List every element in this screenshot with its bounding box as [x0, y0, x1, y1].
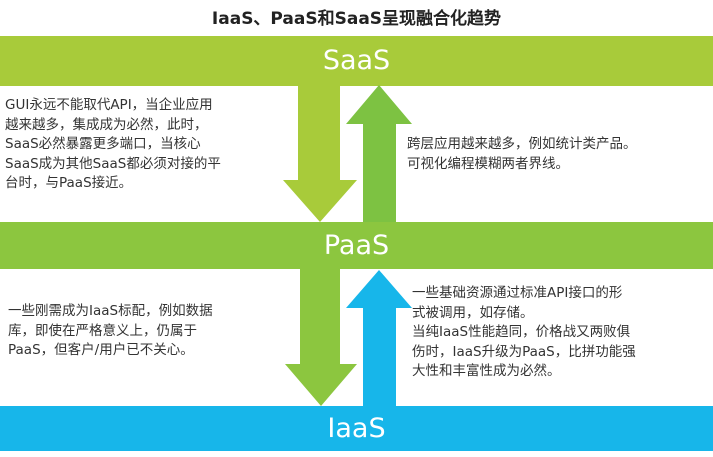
note-line: 越来越多，集成成为必然，此时， [5, 116, 208, 133]
note-line: 可视化编程模糊两者界线。 [407, 155, 569, 172]
note-line: 跨层应用越来越多，例如统计类产品。 [407, 136, 637, 152]
diagram-title: IaaS、PaaS和SaaS呈现融合化趋势 [211, 9, 502, 29]
note-paas-to-saas: 跨层应用越来越多，例如统计类产品。 可视化编程模糊两者界线。 [407, 135, 637, 174]
note-line: 一些基础资源通过标准API接口的形 [412, 285, 623, 301]
down-arrow-saas-to-paas [283, 86, 357, 222]
up-arrow-paas-to-saas [346, 85, 412, 222]
note-line: 一些刚需成为IaaS标配，例如数据 [8, 303, 213, 319]
note-line: 大性和丰富性成为必然。 [412, 363, 561, 379]
note-line: 台时，与PaaS接近。 [5, 175, 133, 191]
note-paas-to-iaas: 一些刚需成为IaaS标配，例如数据 库，即使在严格意义上，仍属于 PaaS，但客… [8, 302, 213, 361]
note-line: GUI永远不能取代API，当企业应用 [5, 97, 213, 113]
note-line: SaaS必然暴露更多端口，当核心 [5, 136, 201, 152]
saas-layer: SaaS [0, 36, 713, 86]
note-line: SaaS成为其他SaaS都必须对接的平 [5, 155, 221, 172]
note-saas-to-paas: GUI永远不能取代API，当企业应用 越来越多，集成成为必然，此时， SaaS必… [5, 96, 221, 194]
note-line: 库，即使在严格意义上，仍属于 [8, 322, 197, 339]
up-arrow-iaas-to-paas [346, 270, 412, 406]
note-line: 伤时，IaaS升级为PaaS，比拼功能强 [412, 343, 636, 360]
paas-layer: PaaS [0, 222, 713, 269]
note-line: 式被调用，如存储。 [412, 304, 534, 321]
iaas-layer: IaaS [0, 406, 713, 451]
note-iaas-to-paas: 一些基础资源通过标准API接口的形 式被调用，如存储。 当纯IaaS性能趋同，价… [412, 284, 636, 382]
down-arrow-paas-to-iaas [285, 269, 357, 406]
note-line: PaaS，但客户/用户已不关心。 [8, 342, 194, 358]
note-line: 当纯IaaS性能趋同，价格战又两败俱 [412, 324, 631, 340]
